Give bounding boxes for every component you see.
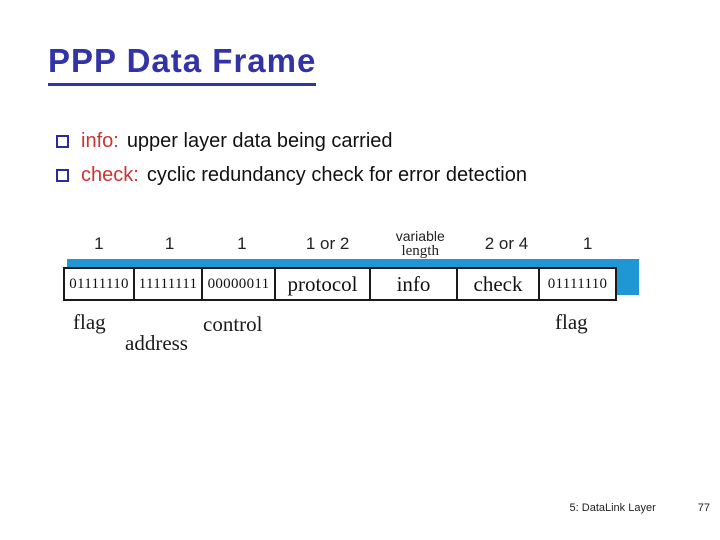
footer-page-number: 77 bbox=[697, 502, 710, 514]
size-label: 1 bbox=[237, 234, 247, 253]
square-bullet-icon bbox=[56, 135, 69, 148]
size-label-line1: variable bbox=[395, 228, 445, 244]
size-label: 1 bbox=[94, 234, 104, 253]
field-check: check bbox=[456, 267, 540, 301]
frame-row: 01111110 11111111 00000011 protocol info… bbox=[63, 259, 639, 307]
bullet-term: info: bbox=[81, 130, 119, 152]
label-control: control bbox=[203, 312, 263, 336]
field-flag-start: 01111110 bbox=[63, 267, 135, 301]
slide-footer: 5: DataLink Layer 77 bbox=[570, 502, 710, 514]
size-label: 1 or 2 bbox=[305, 234, 350, 253]
label-flag-end: flag bbox=[555, 310, 588, 334]
bullet-list: info: upper layer data being carried chec… bbox=[56, 128, 616, 196]
field-address: 11111111 bbox=[133, 267, 203, 301]
bullet-item-info: info: upper layer data being carried bbox=[56, 128, 616, 155]
bullet-term: check: bbox=[81, 164, 139, 186]
bullet-text: upper layer data being carried bbox=[126, 130, 393, 152]
label-flag-start: flag bbox=[73, 310, 106, 334]
size-label-line2: length bbox=[401, 243, 439, 259]
field-protocol: protocol bbox=[274, 267, 371, 301]
bullet-text: cyclic redundancy check for error detect… bbox=[146, 164, 527, 186]
size-label: 1 bbox=[164, 234, 175, 253]
page-title-text: PPP Data Frame bbox=[48, 42, 317, 86]
page-title: PPP Data Frame bbox=[48, 42, 317, 86]
field-flag-end: 01111110 bbox=[538, 267, 617, 301]
bullet-item-check: check: cyclic redundancy check for error … bbox=[56, 162, 616, 189]
frame-boxes: 01111110 11111111 00000011 protocol info… bbox=[63, 267, 627, 301]
field-name-labels: flag address control flag bbox=[63, 307, 627, 377]
size-label: 1 bbox=[582, 234, 593, 253]
field-info: info bbox=[369, 267, 458, 301]
footer-section-label: 5: DataLink Layer bbox=[569, 502, 656, 514]
field-control: 00000011 bbox=[201, 267, 276, 301]
label-address: address bbox=[125, 331, 188, 355]
ppp-frame-diagram: 1 1 1 1 or 2 variable length 2 or 4 1 01… bbox=[63, 224, 639, 377]
size-label-variable-length: variable length bbox=[376, 229, 465, 259]
square-bullet-icon bbox=[56, 169, 69, 182]
size-label: 2 or 4 bbox=[484, 234, 529, 253]
field-size-row: 1 1 1 1 or 2 variable length 2 or 4 1 bbox=[63, 224, 627, 264]
